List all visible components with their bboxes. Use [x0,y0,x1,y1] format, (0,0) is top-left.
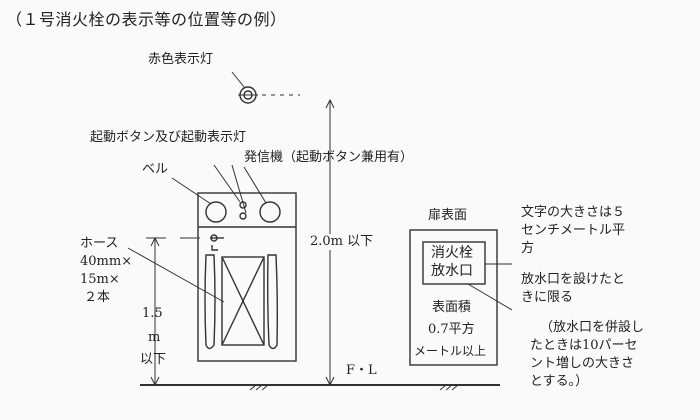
size-note-line1: 文字の大きさは５ [521,205,626,220]
combined-note-line4: とする。） [530,374,589,389]
transmitter-label: 発信機（起動ボタン兼用有） [244,150,414,165]
left-height-unit: m [148,330,161,345]
hydrant-cabinet [197,192,297,362]
door-area-line1: 表面積 [432,300,472,315]
door-panel [409,229,498,366]
right-height-label: 2.0m 以下 [308,234,376,250]
door-title: 扉表面 [428,208,468,223]
hose-leader [127,247,225,303]
door-sign [422,241,486,285]
hose-icon [204,254,279,350]
bell-label: ベル [142,162,169,177]
left-height-limit: 以下 [140,352,167,367]
limit-note-line1: 放水口を設けたと [521,272,626,287]
hose-diameter: 40mm× [80,254,133,269]
diagram-title: （１号消火栓の表示等の位置等の例） [6,10,287,29]
hose-length: 15m× [80,272,120,287]
door-sign-line1: 消火栓 [431,245,473,261]
door-sign-line2: 放水口 [431,263,473,279]
red-lamp-icon [238,86,258,104]
floor-label: F・L [346,363,377,378]
combined-note-line1: （放水口を併設し [540,320,645,335]
left-height-value: 1.5 [142,306,163,321]
hose-count: ２本 [84,290,111,305]
lamp-leader [231,71,245,88]
start-lamp-icon [239,212,247,220]
floor-hatch [249,384,459,391]
red-lamp-label: 赤色表示灯 [148,52,214,67]
hose-label: ホース [80,236,119,251]
start-button-label: 起動ボタン及び起動表示灯 [90,130,247,145]
door-area-line2: 0.7平方 [428,322,475,337]
valve-icon [210,234,224,251]
size-note-line3: 方 [521,241,535,256]
limit-note-line2: きに限る [521,290,574,305]
bell-icon [205,201,227,223]
combined-note-line3: ント増しの大きさ [530,356,635,371]
transmitter-icon [259,201,281,223]
combined-note-line2: たときは10パーセ [530,338,638,353]
door-area-line3: メートル以上 [414,344,487,358]
size-note-line2: センチメートル平 [521,223,626,238]
